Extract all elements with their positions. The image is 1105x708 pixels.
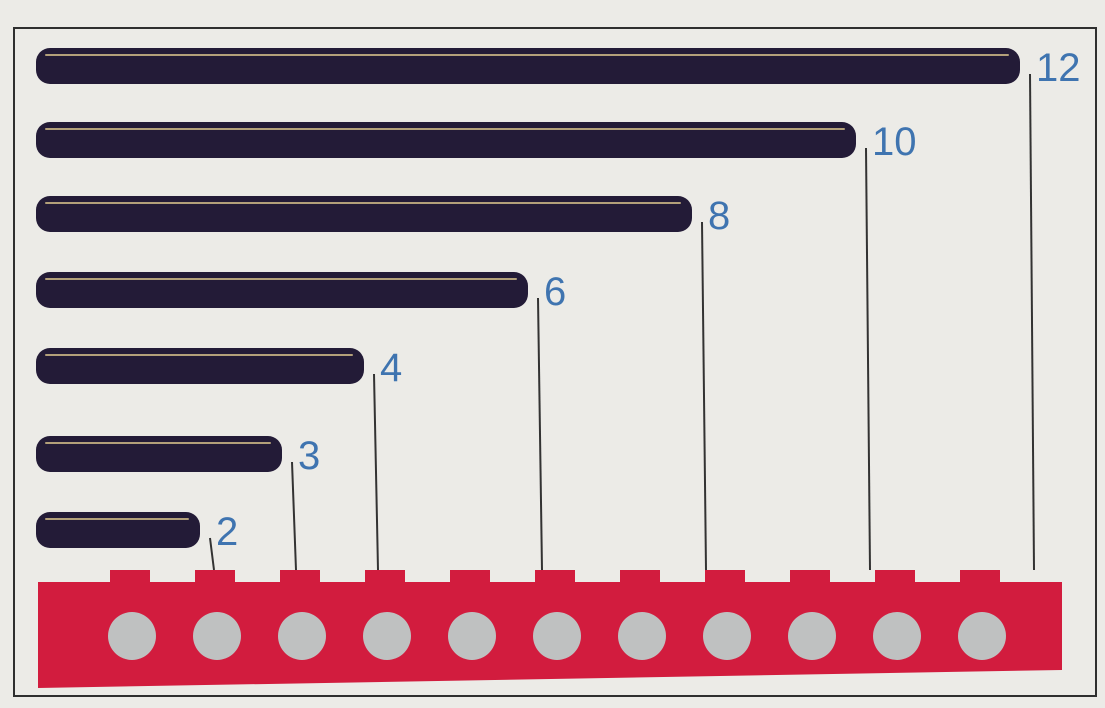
axle-length-label: 3 <box>298 434 320 478</box>
axle-bar <box>36 48 1020 84</box>
beam-hole <box>363 612 411 660</box>
red-beam-with-holes <box>38 570 1062 688</box>
beam-hole <box>193 612 241 660</box>
axle-bar <box>36 122 856 158</box>
axle-bar <box>36 436 282 472</box>
beam-hole <box>958 612 1006 660</box>
axle-length-label: 6 <box>544 270 566 314</box>
axle-length-label: 10 <box>872 120 917 164</box>
axle-bar <box>36 196 692 232</box>
beam-hole <box>703 612 751 660</box>
axle-length-label: 2 <box>216 510 238 554</box>
beam-hole <box>448 612 496 660</box>
axle-bar <box>36 348 364 384</box>
beam-hole <box>788 612 836 660</box>
axle-length-label: 4 <box>380 346 402 390</box>
axle-length-label: 12 <box>1036 46 1081 90</box>
beam-hole <box>618 612 666 660</box>
beam-hole <box>533 612 581 660</box>
beam-hole <box>108 612 156 660</box>
beam-hole <box>873 612 921 660</box>
axle-bar <box>36 512 200 548</box>
axle-bar <box>36 272 528 308</box>
beam-hole <box>278 612 326 660</box>
axle-length-label: 8 <box>708 194 730 238</box>
